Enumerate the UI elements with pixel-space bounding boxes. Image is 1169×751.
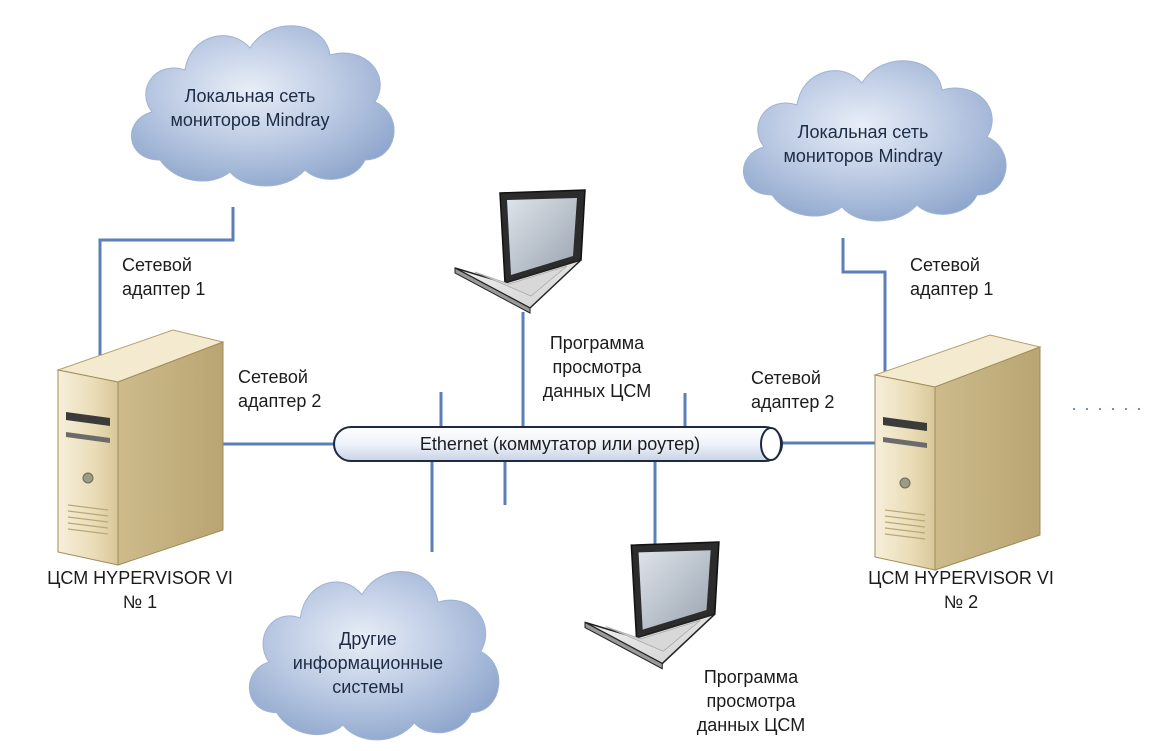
viewer-bottom-label: Программа просмотра данных ЦСМ [696,667,806,735]
ethernet-bus-label: Ethernet (коммутатор или роутер) [419,434,701,454]
continuation-dots: · · · · · · [1071,398,1143,418]
ethernet-bus [333,426,783,462]
server2-adapter2-label: Сетевой адаптер 2 [751,368,835,412]
server2-label: ЦСМ HYPERVISOR VI № 2 [868,568,1054,612]
link-cloud2-server2 [841,238,887,385]
cloud-label-monitors-2: Локальная сеть мониторов Mindray [783,122,943,166]
cloud-icon [742,60,1007,222]
server1-adapter1-label: Сетевой адаптер 1 [122,255,206,299]
cloud-icon [130,25,395,187]
network-links [98,207,887,552]
server1-label: ЦСМ HYPERVISOR VI № 1 [47,568,233,612]
viewer-top-label: Программа просмотра данных ЦСМ [542,333,652,401]
link-cloud1-server1 [98,207,235,365]
server1-adapter2-label: Сетевой адаптер 2 [238,367,322,411]
cloud-label-monitors-1: Локальная сеть мониторов Mindray [170,86,330,130]
cloud-icon [248,571,500,741]
cloud-label-other-systems: Другие информационные системы [292,629,444,697]
server-icon [56,329,225,566]
laptop-icon [584,541,720,670]
laptop-icon [454,189,586,314]
server2-adapter1-label: Сетевой адаптер 1 [910,255,994,299]
server-icon [873,334,1042,571]
